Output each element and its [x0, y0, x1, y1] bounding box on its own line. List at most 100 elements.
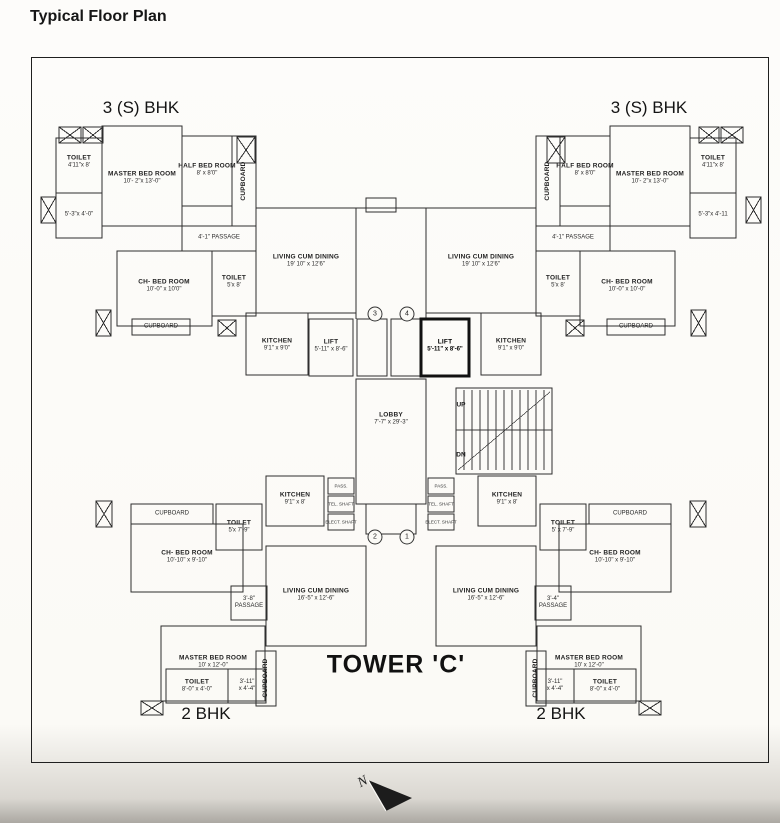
room-dims: 16'-5" x 12'-6": [297, 595, 335, 602]
shaft-label-elect-left: ELECT. SHAFT: [325, 519, 357, 525]
room-name: LIVING CUM DINING: [447, 253, 515, 261]
room-dims: 5'-3"x 4'-0": [64, 211, 94, 218]
room-name: 3'-4": [547, 595, 559, 602]
room-name: TOILET: [221, 274, 247, 282]
room-label-cupboard-bl: CUPBOARD: [155, 510, 189, 517]
room-label-passage-tr: 4'-1" PASSAGE: [552, 234, 594, 241]
room-dims: 16'-5" x 12'-6": [467, 595, 505, 602]
room-name: LOBBY: [379, 411, 403, 419]
room-dims: 5'-11" x 8'-6": [314, 346, 348, 353]
room-label-cupboard2-tr: CUPBOARD: [619, 323, 653, 330]
tower-label: TOWER 'C': [326, 650, 466, 679]
room-name: 3'-8": [243, 595, 255, 602]
room-name: TOILET: [226, 519, 252, 527]
floorplan-walls: [40, 125, 762, 716]
room-name: 3'-11": [239, 678, 255, 685]
room-dims: 10' x 12'-0": [198, 662, 228, 669]
room-dims: 9'1" x 9'0": [263, 345, 291, 352]
position-marker-4: 4: [399, 306, 415, 322]
shaft-label-tel-right: TEL. SHAFT: [428, 501, 454, 507]
room-name: CUPBOARD: [612, 510, 648, 517]
room-name: KITCHEN: [491, 491, 523, 499]
room-name: LIVING CUM DINING: [282, 587, 350, 595]
unit-header-top-left: 3 (S) BHK: [102, 98, 180, 117]
room-dims: 10' x 12'-0": [574, 662, 604, 669]
room-name: MASTER BED ROOM: [108, 170, 176, 178]
room-name: LIFT: [437, 338, 453, 346]
unit-header-bottom-left: 2 BHK: [181, 704, 231, 723]
room-dims: 5'-11" x 8'-6": [427, 346, 463, 353]
shaft-label-pass-left: PASS.: [334, 483, 348, 489]
room-name: CUPBOARD: [532, 658, 540, 698]
room-dims: 10'- 2"x 13'-0": [123, 178, 161, 185]
shaft-label-pass-right: PASS.: [434, 483, 448, 489]
room-name: CH- BED ROOM: [138, 278, 190, 286]
floor-plan-canvas: 3 (S) BHK 3 (S) BHK 2 BHK 2 BHK TOWER 'C…: [31, 57, 769, 763]
room-name: CUPBOARD: [154, 510, 190, 517]
room-name: TOILET: [700, 154, 726, 162]
room-name: KITCHEN: [495, 337, 527, 345]
room-name: 4'-1" PASSAGE: [552, 234, 594, 241]
room-name: HALF BED ROOM: [556, 162, 614, 170]
room-label-cupboard-br: CUPBOARD: [613, 510, 647, 517]
room-name: CUPBOARD: [262, 658, 270, 698]
room-name: 3'-11": [547, 678, 563, 685]
room-dims: 5'-3"x 4'-11: [698, 211, 728, 218]
room-dims: 8' x 8'0": [574, 170, 596, 177]
room-label-balcony-tl: 5'-3"x 4'-0": [65, 211, 94, 218]
room-dims: 8'-0" x 4'-0": [589, 686, 621, 693]
north-arrow-split: [367, 779, 387, 812]
room-dims: 10'-0" x 10'-0": [608, 286, 646, 293]
room-label-cupboard-strip-bl: CUPBOARD: [262, 658, 270, 697]
room-name: TOILET: [550, 519, 576, 527]
room-dims: PASSAGE: [234, 603, 264, 609]
room-name: MASTER BED ROOM: [616, 170, 684, 178]
room-dims: 19' 10" x 12'6": [462, 261, 500, 268]
room-name: CH- BED ROOM: [161, 549, 213, 557]
north-label: N: [354, 773, 371, 791]
room-dims: 10'- 2"x 13'-0": [631, 178, 669, 185]
room-name: LIVING CUM DINING: [452, 587, 520, 595]
room-label-lobby-bl: 3'-11"x 4'-4": [239, 679, 256, 693]
room-name: TOILET: [592, 678, 618, 686]
room-name: CUPBOARD: [240, 161, 248, 201]
room-dims: 4'11"x 8': [67, 162, 90, 169]
north-arrow: N: [348, 764, 428, 823]
room-dims: 8' x 8'0": [196, 170, 218, 177]
room-dims: 7'-7" x 29'-3": [374, 419, 408, 426]
room-name: TOILET: [66, 154, 92, 162]
room-dims: 10'-10" x 9'-10": [166, 557, 208, 564]
room-dims: 5'x 8': [227, 282, 241, 289]
room-name: LIVING CUM DINING: [272, 253, 340, 261]
page-title: Typical Floor Plan: [30, 8, 167, 25]
room-label-balcony-tr: 5'-3"x 4'-11: [698, 211, 727, 218]
room-name: CUPBOARD: [143, 323, 179, 330]
room-label-passage-bl: 3'-8"PASSAGE: [235, 596, 263, 610]
shaft-label-elect-right: ELECT. SHAFT: [425, 519, 457, 525]
room-dims: 19' 10" x 12'6": [287, 261, 325, 268]
room-name: TOILET: [545, 274, 571, 282]
room-label-cupboard-strip-tr: CUPBOARD: [544, 161, 552, 200]
room-dims: 5'x 8': [551, 282, 565, 289]
